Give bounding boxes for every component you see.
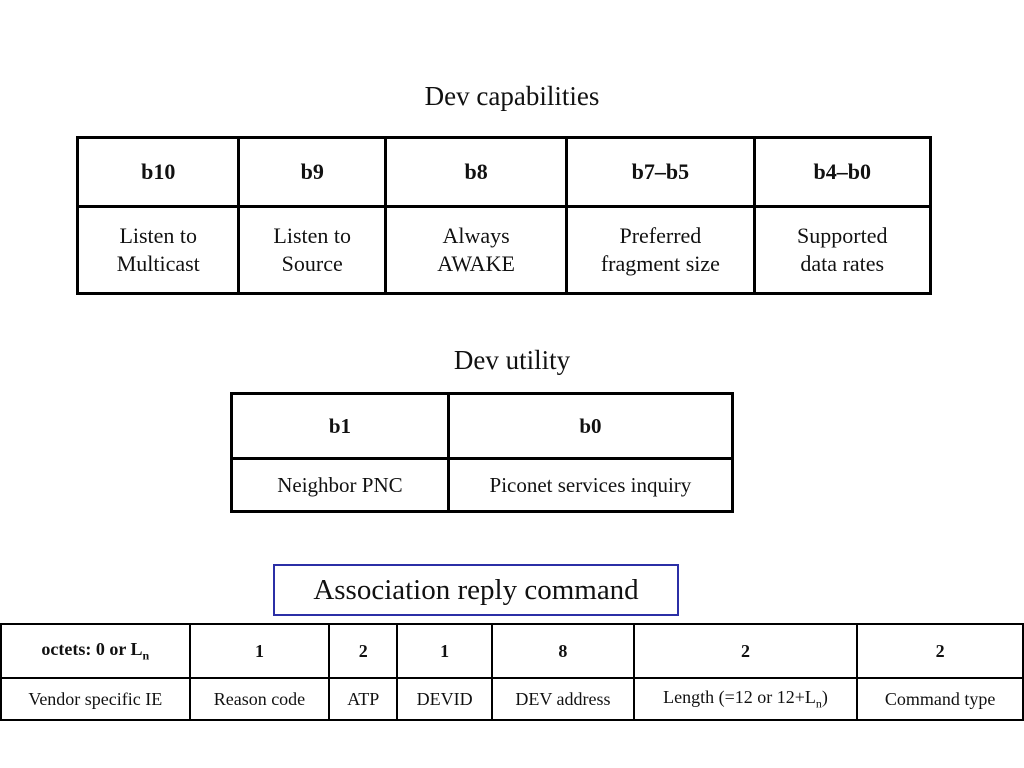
header-b7-b5: b7–b5 [565,136,756,208]
header-octets-devaddr: 8 [491,623,635,679]
cell-length: Length (=12 or 12+Ln) [632,677,859,721]
dev-utility-title: Dev utility [453,345,571,375]
cell-vendor-specific-ie: Vendor specific IE [0,677,191,721]
cell-piconet-services-inquiry: Piconet services inquiry [446,457,735,513]
header-octets-length: 2 [632,623,859,679]
header-b1: b1 [230,392,450,460]
cell-atp: ATP [328,677,399,721]
header-b0: b0 [446,392,735,460]
header-octets-devid: 1 [396,623,494,679]
header-b8: b8 [383,136,569,208]
cell-devid: DEVID [396,677,494,721]
header-b9: b9 [237,136,387,208]
header-octets-reason: 1 [188,623,331,679]
dev-capabilities-title: Dev capabilities [424,81,600,111]
cell-neighbor-pnc: Neighbor PNC [230,457,450,513]
association-reply-command-title: Association reply command [273,564,679,616]
header-octets-cmdtype: 2 [856,623,1024,679]
header-octets-vendor: octets: 0 or Ln [0,623,191,679]
dev-utility-table: b1 b0 Neighbor PNC Piconet services inqu… [230,392,735,513]
cell-reason-code: Reason code [188,677,331,721]
cell-command-type: Command type [856,677,1024,721]
header-b4-b0: b4–b0 [752,136,933,208]
association-reply-command-table: octets: 0 or Ln 1 2 1 8 2 2 Vendor speci… [0,623,1024,721]
header-b10: b10 [75,136,241,208]
cell-dev-address: DEV address [491,677,635,721]
header-octets-atp: 2 [328,623,399,679]
